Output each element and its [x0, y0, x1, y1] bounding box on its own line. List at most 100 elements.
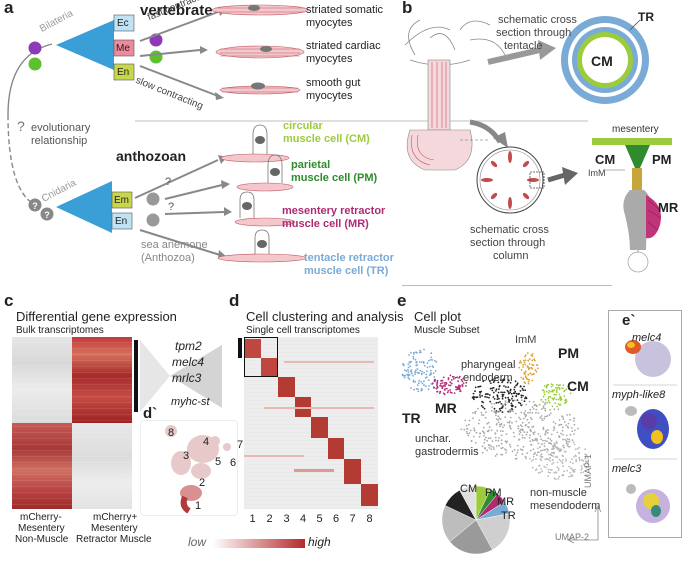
umap-point [553, 408, 556, 411]
umap-point [482, 426, 485, 429]
umap-point [446, 391, 449, 394]
umap-point [553, 477, 556, 480]
umap-point [568, 475, 570, 478]
umap-point [531, 355, 534, 357]
umap-point [427, 388, 430, 391]
umap-point [532, 448, 535, 451]
umap-point [473, 398, 475, 401]
umap-point [511, 404, 514, 407]
umap-point [415, 388, 418, 390]
umap-point [505, 386, 507, 388]
umap-point [499, 379, 502, 381]
umap-point [487, 437, 490, 440]
umap-point [482, 380, 485, 383]
umap-point [573, 417, 576, 420]
umap-point [524, 414, 527, 416]
umap-point [521, 449, 524, 452]
umap-point [486, 449, 488, 452]
umap-point [492, 391, 495, 394]
umap-point [548, 442, 551, 445]
umap-point [562, 433, 564, 436]
umap-point [527, 366, 530, 369]
umap-point [511, 397, 513, 400]
umap-point [524, 415, 527, 418]
umap-point [414, 371, 417, 374]
umap-point [414, 373, 416, 375]
question-mark: ? [17, 118, 25, 134]
umap-point [536, 447, 539, 450]
panel-d-letter: d [229, 291, 240, 310]
umap-point [407, 371, 410, 373]
umap-point [527, 382, 530, 385]
umap-point [450, 382, 453, 385]
umap-point [517, 427, 520, 430]
umap-point [519, 360, 522, 362]
umap-point [530, 460, 533, 462]
umap-point [561, 415, 563, 417]
umap-point [509, 411, 511, 414]
umap-point [474, 386, 477, 389]
label-left-3: Non-Muscle [15, 534, 69, 545]
umap-point [442, 392, 445, 395]
umap-point [435, 387, 438, 390]
umap-point [551, 463, 553, 465]
umap-point [413, 351, 415, 354]
umap-point [524, 396, 527, 398]
label-right-3: Retractor Muscle [76, 534, 152, 545]
umap-point [565, 442, 568, 445]
umap-point [421, 370, 424, 373]
pm-label-2: muscle cell (PM) [291, 172, 378, 184]
pharyngeal-label-1: pharyngeal [461, 359, 516, 371]
umap-point [541, 456, 544, 459]
cm-ring-label: CM [591, 53, 613, 69]
umap-point [524, 389, 527, 392]
me-layer: Me [116, 43, 130, 54]
umap-point [518, 392, 520, 395]
umap-point [566, 469, 569, 472]
umap-point [509, 391, 511, 394]
umap-point [520, 411, 523, 414]
inset-num-2: 2 [199, 477, 206, 489]
umap-point [534, 369, 537, 372]
umap-point [537, 472, 540, 474]
sc-bracket [238, 338, 242, 358]
umap-mr-label: MR [435, 400, 457, 416]
anthozoan-heading: anthozoan [116, 148, 186, 164]
umap-point [508, 409, 510, 412]
umap-point [506, 381, 509, 384]
umap-gastro-cluster [460, 399, 579, 460]
umap-point [524, 455, 527, 458]
umap-point [493, 448, 495, 450]
umap-point [495, 418, 498, 420]
panel-e-title: Cell plot [414, 309, 461, 324]
umap-point [569, 471, 571, 474]
umap-point [496, 398, 499, 400]
umap-point [543, 442, 546, 445]
umap-point [528, 400, 531, 403]
umap-point [540, 415, 543, 417]
umap-point [578, 459, 581, 462]
umap-point [454, 376, 457, 379]
umap-point [520, 361, 522, 364]
umap-point [443, 389, 446, 391]
umap-point [563, 470, 565, 473]
umap-point [503, 385, 505, 387]
umap-point [572, 420, 575, 422]
umap-point [502, 430, 504, 433]
umap-point [507, 391, 510, 393]
umap-point [532, 458, 535, 461]
umap-point [423, 348, 425, 351]
umap-point [549, 412, 552, 415]
umap-point [472, 395, 475, 398]
umap-point [406, 373, 408, 376]
umap-point [480, 404, 483, 407]
umap-point [479, 432, 481, 435]
umap-point [445, 382, 448, 385]
umap-point [557, 386, 559, 389]
umap-point [520, 399, 523, 402]
umap-point [529, 417, 532, 419]
umap-point [509, 416, 512, 419]
pharyngeal-label-2: endoderm [463, 372, 513, 384]
umap-point [547, 468, 550, 471]
umap-point [412, 379, 415, 382]
